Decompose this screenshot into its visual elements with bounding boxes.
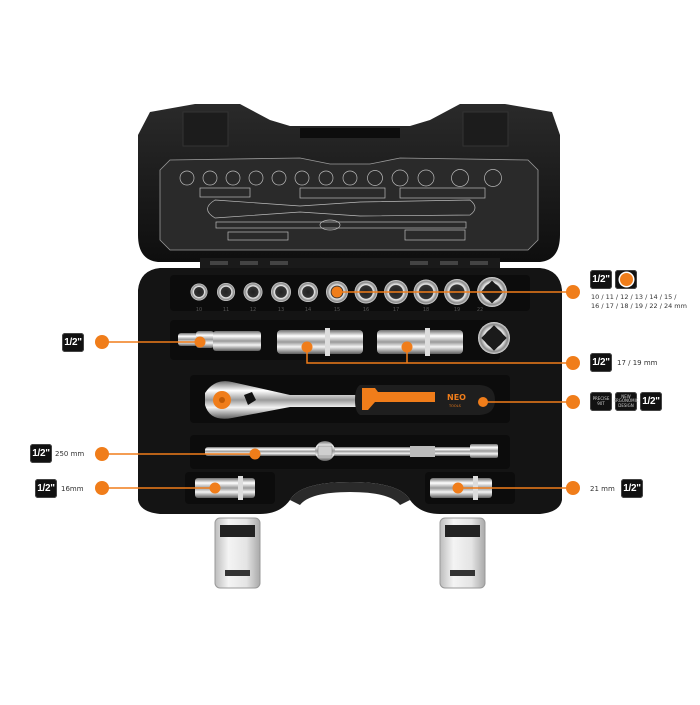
socket-size-label: 17: [393, 307, 399, 313]
case-clasps: [214, 517, 486, 589]
socket-size-label: 19: [454, 307, 460, 313]
deep-socket-sizes: 17 / 19 mm: [617, 359, 658, 367]
spark-left-size: 16mm: [61, 485, 84, 493]
hex-socket-icon: [615, 270, 637, 289]
socket-size-label: 14: [305, 307, 311, 313]
socket-sizes-line1: 10 / 11 / 12 / 13 / 14 / 15 /: [591, 293, 677, 301]
socket-size-label: 12: [250, 307, 256, 313]
drive-size-badge-spark-left: 1/2": [35, 479, 57, 498]
case-lid: [138, 104, 560, 262]
drive-size-badge-spark-right: 1/2": [621, 479, 643, 498]
socket-sizes-line2: 16 / 17 / 18 / 19 / 22 / 24 mm: [591, 302, 687, 310]
socket-size-label: 10: [196, 307, 202, 313]
socket-size-label: 13: [278, 307, 284, 313]
callout-dots: [95, 285, 580, 495]
drive-size-badge-ratchet: 1/2": [640, 392, 662, 411]
ratchet: NEO TOOLS: [205, 381, 495, 419]
drive-size-badge-extension: 1/2": [30, 444, 52, 463]
socket-size-label: 15: [334, 307, 340, 313]
case-hinge: [200, 258, 500, 268]
socket-size-labels: 10 11 12 13 14 15 16 17 18 19 22: [196, 307, 483, 313]
spark-right-size: 21 mm: [590, 485, 615, 493]
drive-size-badge-universal-joint: 1/2": [62, 333, 84, 352]
drive-size-badge-sockets: 1/2": [590, 270, 612, 289]
lid-socket-outlines: [179, 169, 502, 241]
new-ergonomic-design-icon: NEW ERGONOMIC DESIGN: [613, 392, 639, 411]
socket-size-label: 11: [223, 307, 229, 313]
ratchet-brand-logo: NEO: [447, 393, 466, 402]
precise-90t-icon: PRECISE 90T: [590, 392, 612, 411]
deep-sockets: [277, 328, 463, 356]
socket-size-label: 22: [477, 307, 483, 313]
extension-length: 250 mm: [55, 450, 85, 458]
extension-bar: [205, 441, 498, 461]
callout-lines: [102, 291, 573, 489]
socket-size-label: 16: [363, 307, 369, 313]
drive-size-badge-deep-sockets: 1/2": [590, 353, 612, 372]
socket-size-label: 18: [423, 307, 429, 313]
ratchet-brand-sub: TOOLS: [448, 404, 462, 408]
